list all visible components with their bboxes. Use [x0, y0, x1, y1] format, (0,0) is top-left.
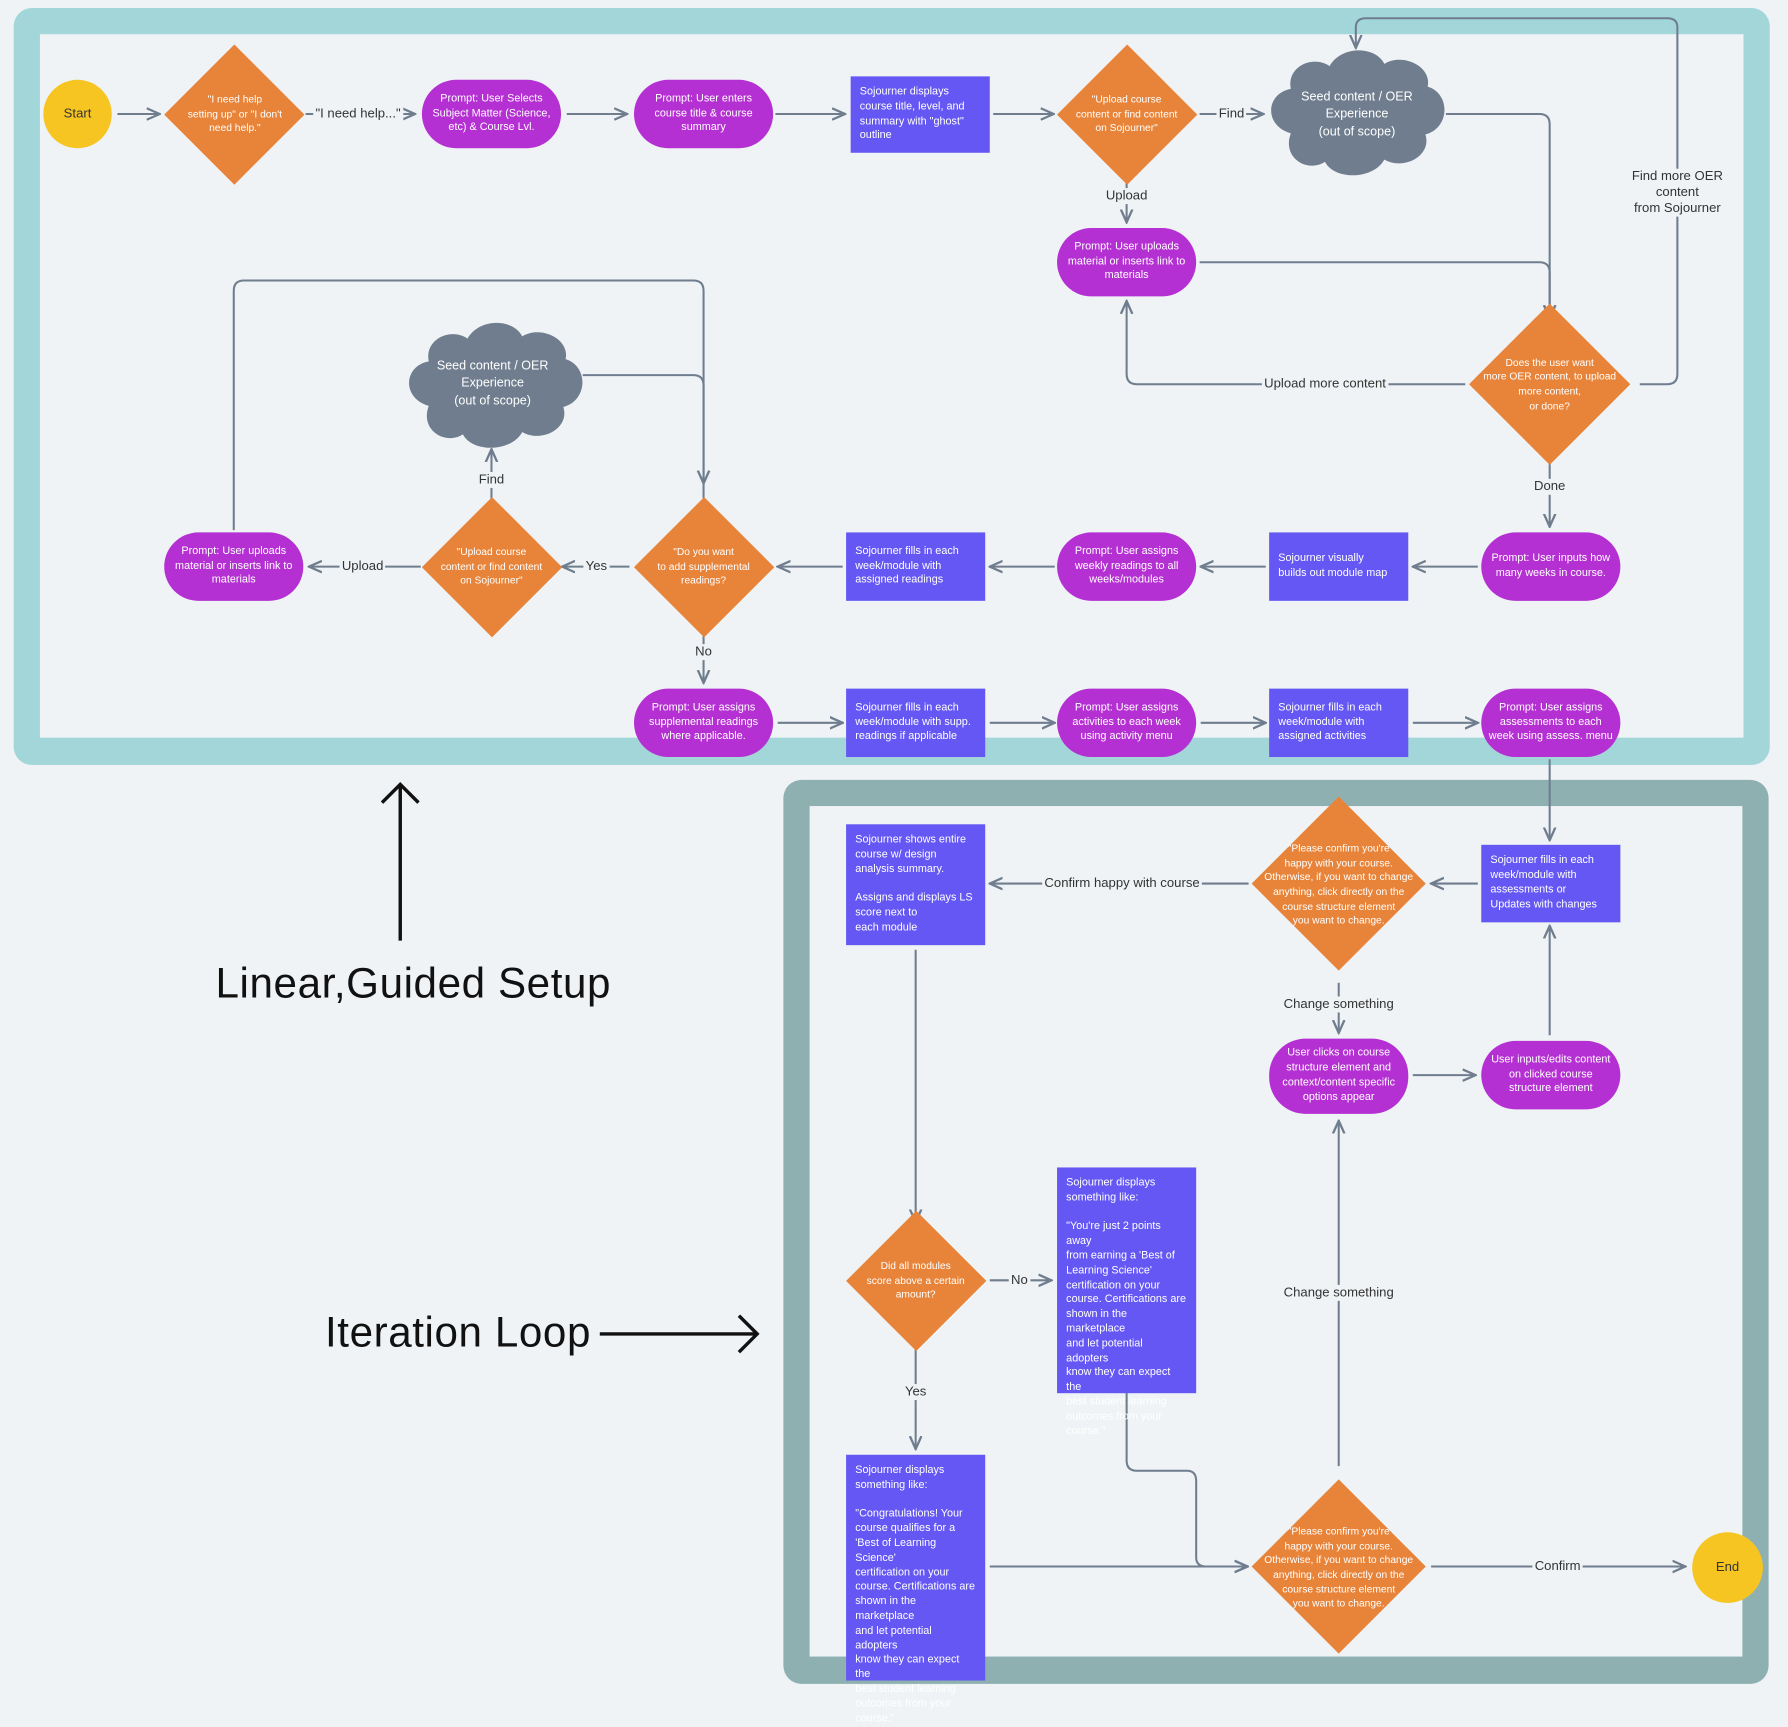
- prompt-assign-assessments: Prompt: User assigns assessments to each…: [1481, 688, 1621, 758]
- prompt-upload-material-left: Prompt: User uploads material or inserts…: [164, 532, 304, 601]
- label-yes-mid: Yes: [583, 558, 610, 575]
- label-no-score: No: [1008, 1272, 1031, 1289]
- label-upload-top: Upload: [1103, 188, 1150, 205]
- decision-upload-or-find-top: "Upload course content or find content o…: [1075, 93, 1178, 134]
- label-find-top: Find: [1216, 106, 1247, 122]
- decision-supplemental: "Do you want to add supplemental reading…: [657, 546, 750, 587]
- prompt-select-subject: Prompt: User Selects Subject Matter (Sci…: [421, 79, 562, 149]
- end-terminal: End: [1692, 1532, 1763, 1603]
- edge-upload-more: [1199, 261, 1550, 318]
- cloud-shapes: [409, 50, 1445, 448]
- edge-more-upload: [1127, 301, 1466, 386]
- edge-more-cloud: [1356, 17, 1679, 386]
- cloud-top-shape: [1271, 50, 1445, 176]
- decision-confirm-happy-2: "Please confirm you're happy with your c…: [1264, 1525, 1414, 1609]
- linear-setup-arrow: [380, 781, 420, 941]
- decision-all-modules-score: Did all modules score above a certain am…: [866, 1259, 965, 1301]
- cloud-mid-shape: [409, 322, 583, 448]
- iteration-loop-title: Iteration Loop: [324, 1308, 592, 1356]
- label-upload-left: Upload: [339, 558, 386, 575]
- process-fills-supp-readings: Sojourner fills in each week/module with…: [846, 688, 986, 758]
- prompt-inputs-weeks: Prompt: User inputs how many weeks in co…: [1481, 532, 1621, 601]
- prompt-edits-content: User inputs/edits content on clicked cou…: [1481, 1040, 1621, 1110]
- decision-upload-or-find-mid: "Upload course content or find content o…: [440, 546, 543, 587]
- prompt-enter-title: Prompt: User enters course title & cours…: [634, 79, 774, 149]
- label-yes-score: Yes: [902, 1384, 929, 1401]
- cloud-seed-content-middle: Seed content / OER Experience (out of sc…: [436, 358, 549, 408]
- edge-points-confirm2: [1125, 1392, 1248, 1566]
- prompt-assign-supplemental: Prompt: User assigns supplemental readin…: [634, 688, 774, 758]
- label-i-need-help: "I need help...": [313, 106, 403, 122]
- decision-more-content: Does the user want more OER content, to …: [1483, 356, 1617, 412]
- process-shows-summary: Sojourner shows entire course w/ design …: [846, 824, 986, 946]
- label-change-something-2: Change something: [1281, 1284, 1397, 1301]
- edge-cloud-more: [1445, 112, 1550, 318]
- process-displays-outline: Sojourner displays course title, level, …: [850, 76, 990, 153]
- prompt-clicks-element: User clicks on course structure element …: [1269, 1038, 1409, 1114]
- linear-guided-setup-title: Linear,Guided Setup: [215, 959, 612, 1007]
- process-fills-activities: Sojourner fills in each week/module with…: [1269, 688, 1409, 758]
- prompt-assign-activities: Prompt: User assigns activities to each …: [1057, 688, 1197, 758]
- label-confirm: Confirm: [1532, 1558, 1583, 1575]
- cloud-seed-content-top: Seed content / OER Experience (out of sc…: [1301, 89, 1413, 139]
- iteration-loop-arrow: [599, 1314, 760, 1354]
- process-fills-assigned-readings: Sojourner fills in each week/module with…: [846, 532, 986, 601]
- label-confirm-happy: Confirm happy with course: [1042, 875, 1202, 892]
- label-no-mid: No: [692, 644, 715, 661]
- label-find-more-oer: Find more OER content from Sojourner: [1622, 168, 1733, 217]
- decision-need-help: "I need help setting up" or "I don't nee…: [187, 93, 283, 134]
- decision-confirm-happy-1: "Please confirm you're happy with your c…: [1264, 842, 1414, 926]
- prompt-upload-material-top: Prompt: User uploads material or inserts…: [1057, 228, 1197, 297]
- label-change-something-1: Change something: [1281, 996, 1397, 1013]
- process-fills-assessments: Sojourner fills in each week/module with…: [1481, 844, 1621, 923]
- process-displays-congrats: Sojourner displays something like: "Cong…: [846, 1454, 986, 1724]
- prompt-assign-weekly: Prompt: User assigns weekly readings to …: [1057, 532, 1197, 601]
- process-builds-module-map: Sojourner visually builds out module map: [1269, 532, 1409, 601]
- label-upload-more: Upload more content: [1261, 376, 1389, 393]
- process-displays-points-away: Sojourner displays something like: "You'…: [1057, 1167, 1197, 1437]
- edge-cloud-mid-supp: [582, 374, 704, 483]
- edge-upload-left-loop: [232, 279, 704, 531]
- start-terminal: Start: [43, 79, 112, 149]
- label-find-mid: Find: [476, 472, 507, 488]
- label-done: Done: [1531, 478, 1568, 495]
